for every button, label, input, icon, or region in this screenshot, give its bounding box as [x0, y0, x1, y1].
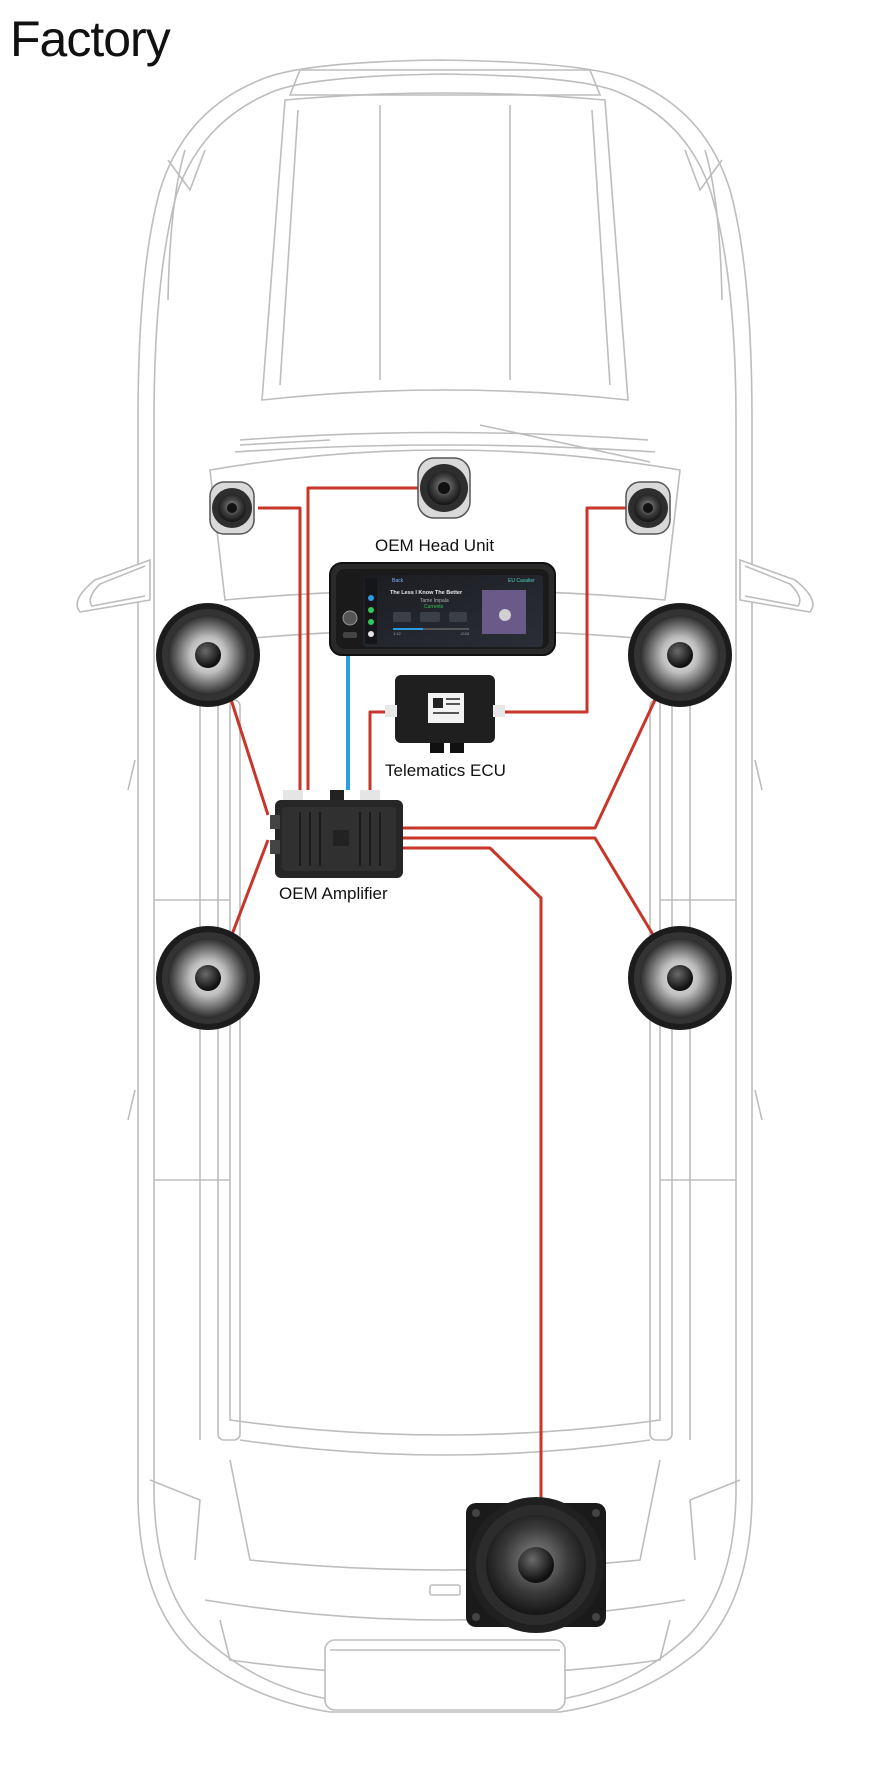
head-unit-status: EU Cavalier	[508, 578, 535, 584]
tweeter-right	[625, 481, 671, 535]
telematics-ecu	[385, 675, 505, 753]
time-elapsed: 1:12	[393, 631, 401, 636]
tweeter-left	[209, 481, 255, 535]
speaker-front-right	[628, 603, 732, 707]
speaker-rear-right	[628, 926, 732, 1030]
head-unit-label: OEM Head Unit	[375, 536, 495, 555]
car-outline	[76, 59, 814, 1713]
page-title: Factory	[10, 11, 171, 67]
speaker-front-left	[156, 603, 260, 707]
volume-knob-icon	[342, 610, 358, 626]
tweeter-center	[417, 457, 471, 519]
song-album: Currents	[424, 604, 444, 610]
song-title: The Less I Know The Better	[390, 590, 463, 596]
subwoofer	[466, 1497, 606, 1633]
telematics-label: Telematics ECU	[385, 761, 506, 780]
time-remaining: -2:24	[460, 631, 470, 636]
head-unit-back-button[interactable]: Back	[392, 578, 404, 584]
speaker-rear-left	[156, 926, 260, 1030]
amplifier	[270, 790, 403, 878]
amplifier-label: OEM Amplifier	[279, 884, 388, 903]
song-artist: Tame Impala	[420, 598, 449, 604]
head-unit	[329, 562, 556, 656]
